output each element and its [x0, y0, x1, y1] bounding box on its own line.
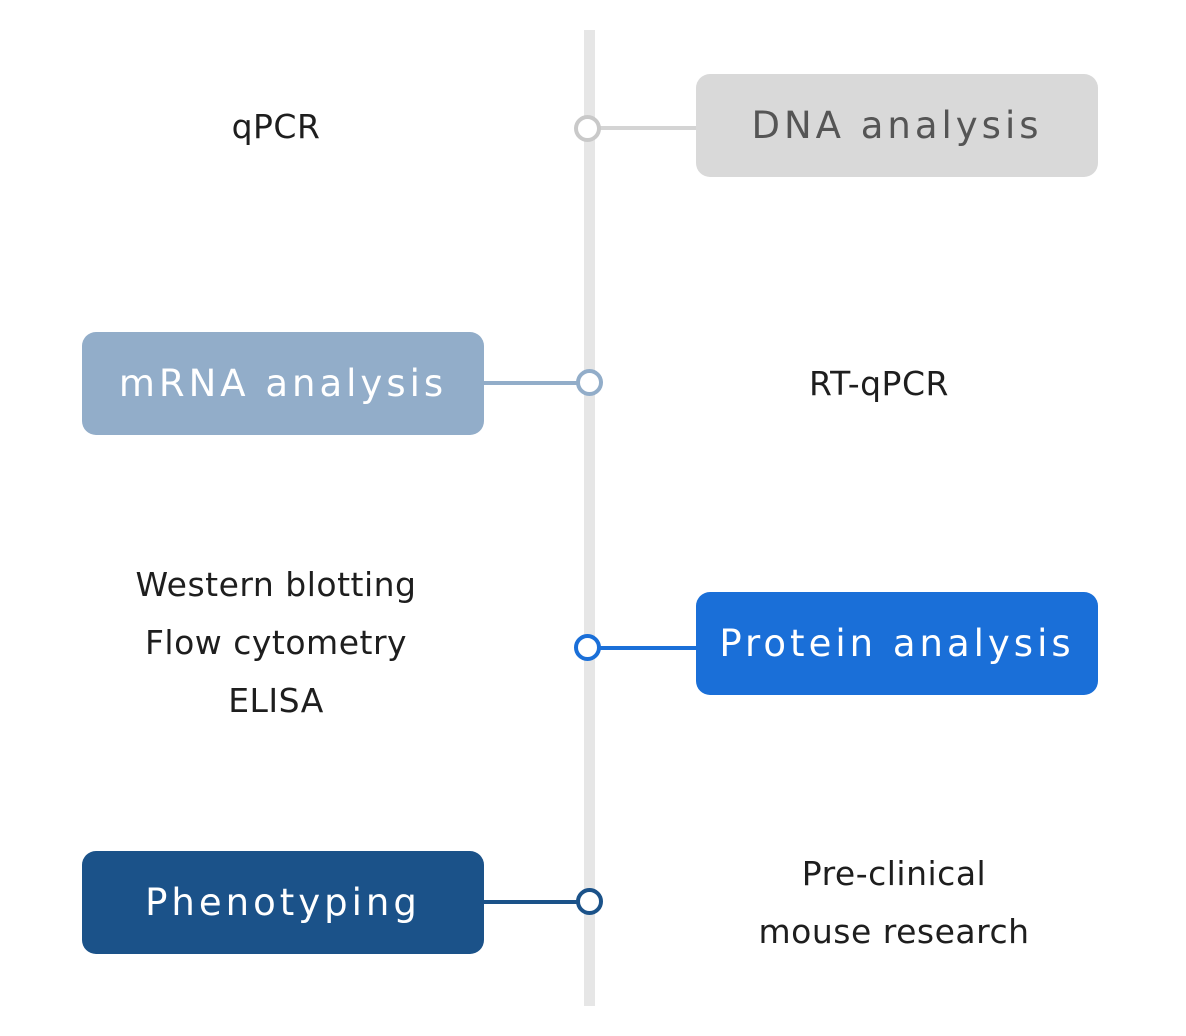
method-item: RT-qPCR	[809, 364, 949, 403]
connector-line-protein	[600, 646, 700, 650]
stage-box-protein: Protein analysis	[696, 592, 1098, 695]
methods-dna: qPCR	[75, 98, 477, 156]
connector-line-dna	[600, 126, 700, 130]
method-item: qPCR	[231, 107, 321, 146]
method-item: Flow cytometry	[144, 623, 408, 662]
methods-mrna: RT-qPCR	[678, 355, 1080, 413]
methods-phenotyping: Pre-clinical mouse research	[693, 845, 1095, 961]
method-item: Pre-clinical	[801, 854, 987, 893]
stage-box-dna: DNA analysis	[696, 74, 1098, 177]
timeline-node-dna	[574, 115, 601, 142]
stage-box-phenotyping: Phenotyping	[82, 851, 484, 954]
timeline-node-mrna	[576, 369, 603, 396]
timeline-node-phenotyping	[576, 888, 603, 915]
connector-line-mrna	[482, 381, 578, 385]
timeline-spine	[584, 30, 595, 1006]
timeline-node-protein	[574, 634, 601, 661]
method-item: mouse research	[758, 912, 1030, 951]
stage-box-mrna: mRNA analysis	[82, 332, 484, 435]
methods-protein: Western blotting Flow cytometry ELISA	[75, 556, 477, 730]
method-item: ELISA	[228, 681, 324, 720]
connector-line-phenotyping	[482, 900, 578, 904]
method-item: Western blotting	[135, 565, 417, 604]
